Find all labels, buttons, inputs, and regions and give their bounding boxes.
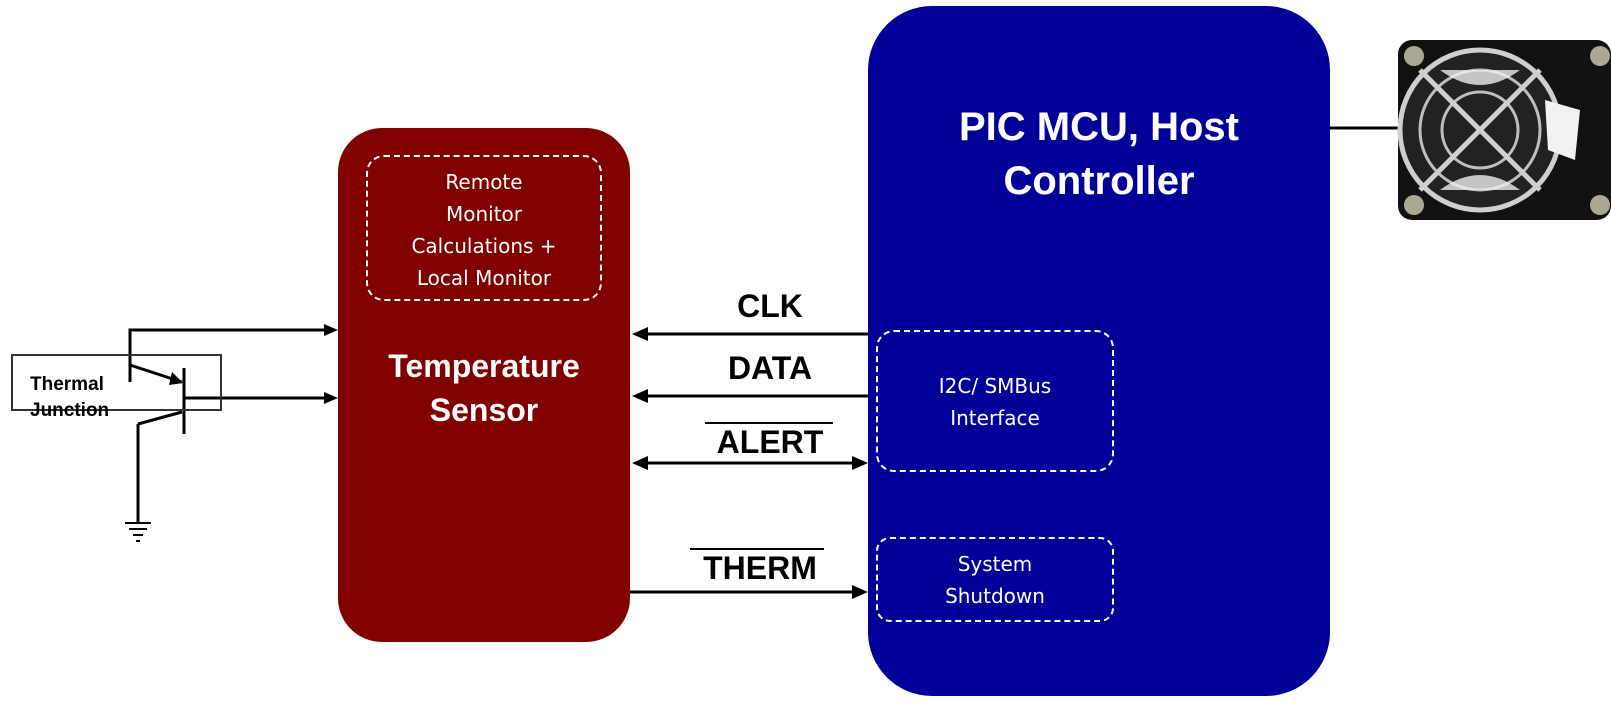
therm-arrow [852,585,868,599]
i2c-interface-subblock [876,330,1114,472]
i2c-line-1: I2C/ SMBus [938,374,1052,398]
alert-overbar [705,422,833,424]
transistor-emitter-arrow [169,372,183,385]
ground-icon [125,522,151,542]
i2c-interface-text: I2C/ SMBus Interface [876,370,1114,434]
mcu-title-line-1: PIC MCU, Host [959,105,1239,149]
remote-monitor-subblock [366,155,602,301]
signal-alert-label: ALERT [716,424,824,460]
system-shutdown-subblock [876,537,1114,622]
thermal-junction-label: Thermal Junction [30,372,150,424]
arrow-to-sensor-bottom [324,392,338,404]
clk-arrow [632,327,648,341]
sensor-title-line-2: Sensor [429,392,539,428]
shutdown-line-2: Shutdown [945,584,1045,608]
signal-clk-label: CLK [737,288,803,324]
host-controller-block [868,6,1330,696]
thermal-junction-box [11,354,222,411]
signal-data-label: DATA [727,350,813,386]
signal-lines [630,126,1410,594]
thermal-junction-wiring [128,328,328,522]
alert-arrow-right [852,456,868,470]
remote-line-4: Local Monitor [416,266,552,290]
system-shutdown-text: System Shutdown [876,548,1114,612]
sensor-title-line-1: Temperature [388,348,580,384]
remote-line-1: Remote [445,170,523,194]
temperature-sensor-title: Temperature Sensor [338,344,630,432]
mcu-title-line-2: Controller [1003,159,1195,203]
fan-icon [1397,40,1611,220]
host-controller-title: PIC MCU, Host Controller [868,100,1330,208]
i2c-line-2: Interface [950,406,1040,430]
remote-monitor-text: Remote Monitor Calculations + Local Moni… [366,166,602,294]
thermal-junction-line-2: Junction [30,400,110,421]
therm-overbar [690,548,824,550]
arrow-to-sensor-top [324,324,338,336]
signal-therm-label: THERM [703,550,817,586]
temperature-sensor-block [338,128,630,642]
thermal-junction-line-1: Thermal [30,374,104,395]
alert-arrow-left [632,456,648,470]
shutdown-line-1: System [957,552,1033,576]
remote-line-2: Monitor [445,202,523,226]
remote-line-3: Calculations + [411,234,557,258]
data-arrow [632,389,648,403]
